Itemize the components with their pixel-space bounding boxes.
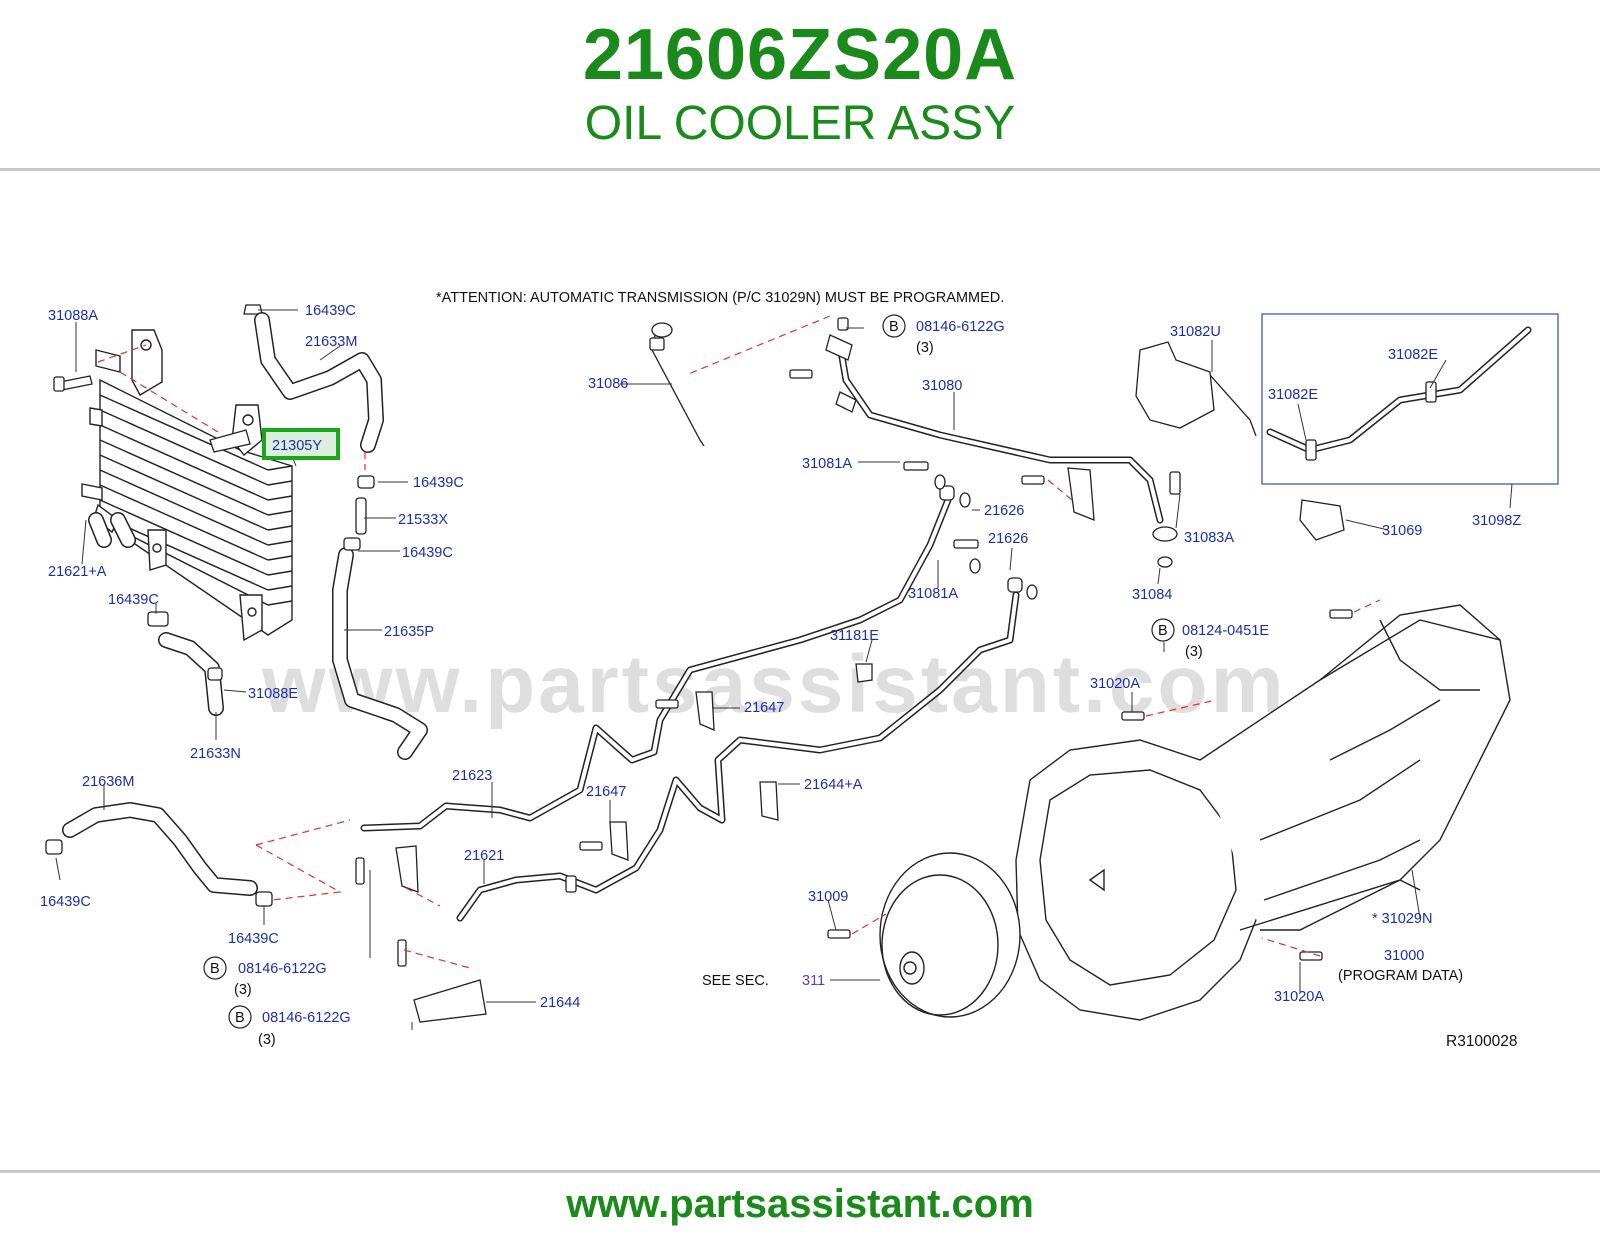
quantity-note: (3) (258, 1032, 276, 1048)
dipstick-drawing (649, 322, 705, 447)
label-31000[interactable]: 31000 (1384, 948, 1424, 964)
label-31020A[interactable]: 31020A (1090, 676, 1140, 692)
label-08146-6122G[interactable]: 08146-6122G (238, 961, 327, 977)
quantity-note: (3) (234, 982, 252, 998)
label-31080[interactable]: 31080 (922, 378, 962, 394)
shift-cable-drawing (1135, 313, 1559, 541)
label-21647[interactable]: 21647 (744, 700, 784, 716)
oil-cooler-drawing (53, 304, 428, 760)
part-labels: 31088A 16439C 21633M 21305Y 16439C 21533… (40, 303, 1521, 1048)
label-21621[interactable]: 21621 (464, 848, 504, 864)
label-21644[interactable]: 21644 (540, 995, 580, 1011)
label-16439C[interactable]: 16439C (40, 894, 91, 910)
cooler-pipes-drawing (355, 461, 1038, 1023)
quantity-note: (3) (916, 340, 934, 356)
label-31081A[interactable]: 31081A (802, 456, 852, 472)
label-31181E[interactable]: 31181E (830, 628, 879, 644)
diagram-code: R3100028 (1446, 1033, 1518, 1050)
label-16439C[interactable]: 16439C (228, 931, 279, 947)
b-marker-letter: B (235, 1010, 245, 1026)
header-divider (0, 168, 1600, 171)
label-16439C[interactable]: 16439C (413, 475, 464, 491)
attention-note: *ATTENTION: AUTOMATIC TRANSMISSION (P/C … (436, 290, 1004, 306)
label-31088E[interactable]: 31088E (248, 686, 298, 702)
b-marker-circle (203, 956, 227, 980)
hose-21636M-drawing (45, 802, 351, 907)
label-31086[interactable]: 31086 (588, 376, 628, 392)
transmission-drawing (827, 599, 1511, 1021)
section-link-311[interactable]: 311 (802, 973, 825, 989)
label-16439C[interactable]: 16439C (108, 592, 159, 608)
b-marker-letter: B (1158, 623, 1168, 639)
label-21626[interactable]: 21626 (984, 503, 1024, 519)
label-31082E[interactable]: 31082E (1268, 387, 1318, 403)
see-section-note: SEE SEC. (702, 973, 769, 989)
quantity-note: (3) (1185, 644, 1203, 660)
label-31029N[interactable]: * 31029N (1372, 911, 1432, 927)
filler-tube-31080-drawing (685, 315, 1181, 568)
part-number-title: 21606ZS20A (582, 15, 1018, 95)
label-21626[interactable]: 21626 (988, 531, 1028, 547)
label-31082E[interactable]: 31082E (1388, 347, 1438, 363)
label-21533X[interactable]: 21533X (398, 512, 448, 528)
b-marker-circle (882, 314, 906, 338)
label-31081A[interactable]: 31081A (908, 586, 958, 602)
label-16439C[interactable]: 16439C (402, 545, 453, 561)
label-21633M[interactable]: 21633M (305, 334, 357, 350)
label-31088A[interactable]: 31088A (48, 308, 98, 324)
label-21644-plus-A[interactable]: 21644+A (804, 777, 863, 793)
highlighted-part-box[interactable] (262, 428, 340, 460)
part-name-subtitle: OIL COOLER ASSY (584, 97, 1016, 150)
label-31069[interactable]: 31069 (1382, 523, 1422, 539)
label-08124-0451E[interactable]: 08124-0451E (1182, 623, 1269, 639)
bolt-b-markers (203, 314, 1175, 1029)
program-data-note: (PROGRAM DATA) (1338, 968, 1463, 984)
b-marker-letter: B (889, 319, 899, 335)
label-21633N[interactable]: 21633N (190, 746, 241, 762)
label-31098Z[interactable]: 31098Z (1472, 513, 1521, 529)
label-21647[interactable]: 21647 (586, 784, 626, 800)
label-21635P[interactable]: 21635P (384, 624, 434, 640)
label-08146-6122G[interactable]: 08146-6122G (916, 319, 1005, 335)
leader-lines (55, 309, 1513, 1030)
label-21621-plus-A[interactable]: 21621+A (48, 564, 107, 580)
label-31009[interactable]: 31009 (808, 889, 848, 905)
b-marker-circle (228, 1005, 252, 1029)
label-21623[interactable]: 21623 (452, 768, 492, 784)
label-21636M[interactable]: 21636M (82, 774, 134, 790)
label-31082U[interactable]: 31082U (1170, 324, 1221, 340)
b-marker-circle (1151, 618, 1175, 642)
label-31083A[interactable]: 31083A (1184, 530, 1234, 546)
b-marker-letter: B (210, 961, 220, 977)
label-31020A[interactable]: 31020A (1274, 989, 1324, 1005)
label-08146-6122G[interactable]: 08146-6122G (262, 1010, 351, 1026)
watermark-text: www.partsassistant.com (261, 639, 1287, 730)
footer-divider (0, 1170, 1600, 1173)
footer-website-link[interactable]: www.partsassistant.com (566, 1182, 1034, 1226)
page-header: 21606ZS20A OIL COOLER ASSY (0, 0, 1600, 168)
label-31084[interactable]: 31084 (1132, 587, 1172, 603)
label-16439C[interactable]: 16439C (305, 303, 356, 319)
label-21305Y[interactable]: 21305Y (272, 438, 322, 454)
